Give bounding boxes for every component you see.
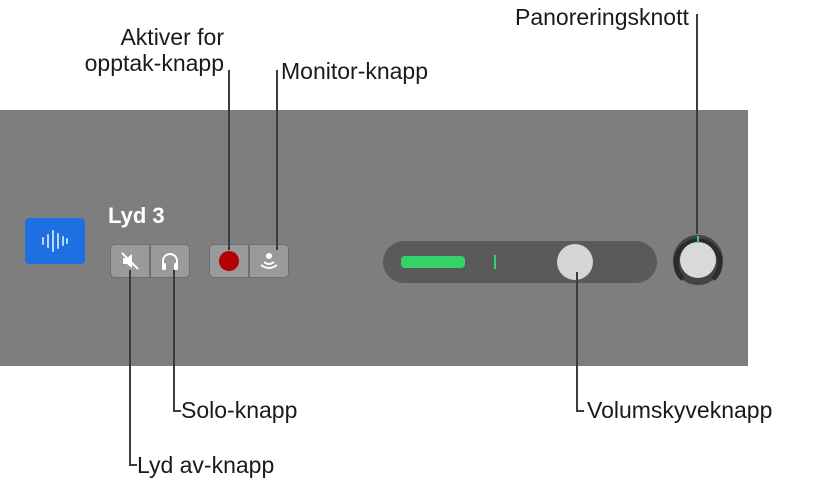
record-dot-icon: [219, 251, 239, 271]
pan-callout: Panoreringsknott: [515, 4, 689, 30]
audio-waveform-icon[interactable]: [25, 218, 85, 264]
pan-knob[interactable]: [671, 233, 725, 287]
speaker-muted-icon: [121, 252, 139, 270]
pan-leader: [696, 14, 698, 234]
monitor-leader: [276, 70, 278, 250]
volume-callout: Volumskyveknapp: [587, 397, 773, 423]
track-name[interactable]: Lyd 3: [108, 203, 165, 228]
headphones-icon: [162, 253, 178, 270]
volume-slider-thumb[interactable]: [557, 244, 593, 280]
solo-leader-tick: [173, 410, 181, 412]
solo-leader: [173, 270, 175, 412]
track-header: [0, 110, 748, 366]
mute-leader-tick: [129, 464, 137, 466]
level-meter: [401, 256, 465, 268]
monitor-waves-icon: [260, 253, 278, 269]
level-meter-peak: [494, 255, 496, 269]
monitor-button[interactable]: [249, 244, 289, 278]
volume-leader-tick: [576, 410, 584, 412]
solo-callout: Solo-knapp: [181, 397, 298, 423]
mute-callout: Lyd av-knapp: [137, 452, 275, 478]
volume-slider[interactable]: [383, 241, 657, 283]
solo-button[interactable]: [150, 244, 190, 278]
mute-leader: [129, 270, 131, 465]
monitor-callout: Monitor-knapp: [281, 58, 429, 84]
volume-leader: [576, 272, 578, 412]
record-enable-leader: [228, 70, 230, 250]
record-enable-callout: Aktiver for opptak-knapp: [84, 24, 224, 77]
